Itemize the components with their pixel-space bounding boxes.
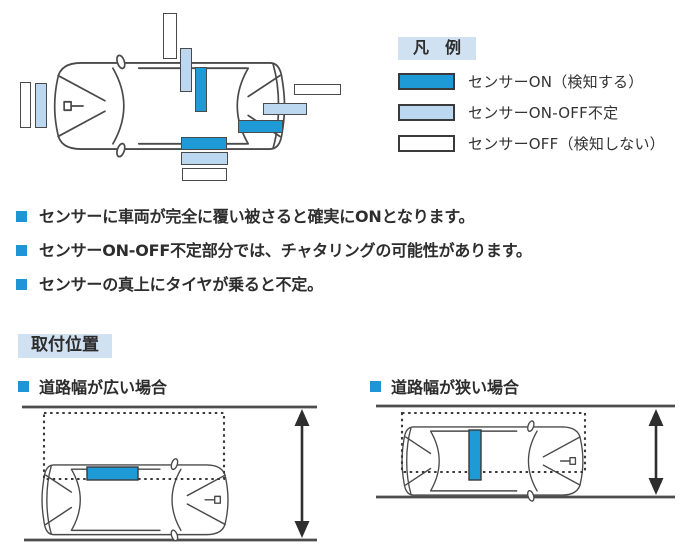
wide-road-label-text: 道路幅が広い場合 (39, 378, 168, 397)
sensor-bars-layer (0, 0, 360, 200)
sensor-strip-narrow (468, 429, 482, 481)
wide-road-diagram (22, 405, 317, 543)
sensor-bottom-inner-on (181, 137, 227, 150)
legend-label: センサーON（検知する） (468, 73, 644, 91)
sensor-top-inner-on (195, 67, 207, 112)
narrow-road-diagram (376, 404, 675, 503)
legend-swatch-on (398, 73, 455, 90)
legend-swatch-indeterminate (398, 104, 455, 121)
wide-road-label: 道路幅が広い場合 (18, 374, 167, 398)
sensor-rear-middle-indeterminate (263, 103, 307, 115)
narrow-road-label-text: 道路幅が狭い場合 (391, 378, 520, 397)
legend-title: 凡 例 (398, 37, 477, 60)
road-width-arrow-wide (294, 409, 310, 538)
blue-square-bullet-icon (16, 279, 27, 290)
blue-square-bullet-icon (370, 381, 381, 392)
sensor-front-outer-off (20, 82, 31, 128)
legend-swatch-off (398, 135, 455, 152)
detection-zone-narrow (400, 411, 587, 474)
sensor-rear-outer-off (294, 84, 341, 95)
blue-square-bullet-icon (18, 381, 29, 392)
legend-rows: センサーON（検知する） センサーON-OFF不定センサーOFF（検知しない） (398, 73, 665, 153)
sensor-rear-inner-on (238, 120, 283, 133)
notes-list: センサーに車両が完全に覆い被さると確実にONとなります。センサーON-OFF不定… (16, 206, 692, 308)
legend: 凡 例 センサーON（検知する） センサーON-OFF不定センサーOFF（検知しな… (398, 37, 665, 166)
sensor-top-outer-off (163, 13, 177, 59)
sensor-bottom-middle-indeterminate (181, 152, 228, 165)
road-width-arrow-narrow (648, 409, 664, 495)
legend-label: センサーOFF（検知しない） (468, 135, 665, 153)
installation-heading: 取付位置 (18, 334, 112, 358)
legend-item-indeterminate: センサーON-OFF不定 (398, 104, 665, 122)
note-item: センサーON-OFF不定部分では、チャタリングの可能性があります。 (16, 240, 692, 261)
blue-square-bullet-icon (16, 211, 27, 222)
legend-label: センサーON-OFF不定 (468, 104, 619, 122)
blue-square-bullet-icon (16, 245, 27, 256)
car-top-view-narrow-road (401, 419, 584, 503)
note-text: センサーの真上にタイヤが乗ると不定。 (39, 275, 323, 294)
sensor-front-inner-indeterminate (35, 83, 47, 128)
sensor-bottom-outer-off (182, 168, 227, 181)
note-text: センサーON-OFF不定部分では、チャタリングの可能性があります。 (39, 241, 532, 260)
note-item: センサーの真上にタイヤが乗ると不定。 (16, 274, 692, 295)
note-item: センサーに車両が完全に覆い被さると確実にONとなります。 (16, 206, 692, 227)
sensor-strip-wide (86, 466, 139, 481)
legend-item-off: センサーOFF（検知しない） (398, 135, 665, 153)
note-text: センサーに車両が完全に覆い被さると確実にONとなります。 (39, 207, 475, 226)
sensor-top-middle-indeterminate (180, 48, 192, 92)
legend-item-on: センサーON（検知する） (398, 73, 665, 91)
narrow-road-label: 道路幅が狭い場合 (370, 374, 519, 398)
